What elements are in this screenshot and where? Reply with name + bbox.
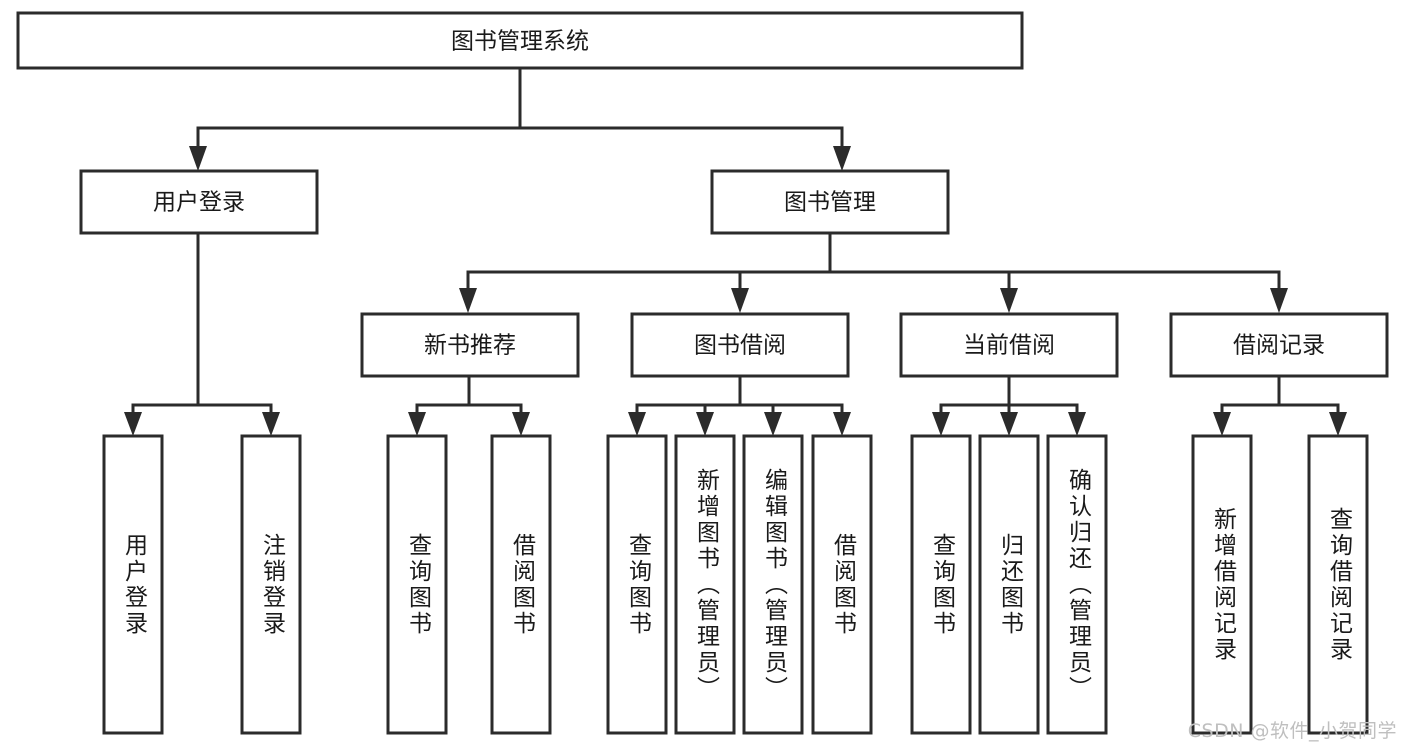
connector-bookborrow-to-leaves — [628, 374, 851, 436]
leaf-box-user-login-0[interactable] — [102, 434, 164, 735]
connector-borrowrecord-to-leaves — [1213, 374, 1347, 436]
leaf-box-borrow-record-0[interactable] — [1191, 434, 1253, 735]
node-new-book-recommend[interactable]: 新书推荐 — [360, 312, 580, 378]
leaf-box-new-book-1[interactable] — [490, 434, 552, 735]
node-user-login-label: 用户登录 — [153, 190, 245, 216]
node-book-management[interactable]: 图书管理 — [710, 169, 950, 235]
leaf-box-book-borrow-3[interactable] — [811, 434, 873, 735]
node-user-login[interactable]: 用户登录 — [79, 169, 319, 235]
node-root-label: 图书管理系统 — [451, 29, 589, 55]
leaf-box-current-borrow-2[interactable] — [1046, 434, 1108, 735]
node-borrow-record-label: 借阅记录 — [1233, 333, 1325, 359]
node-book-borrow[interactable]: 图书借阅 — [630, 312, 850, 378]
node-borrow-record[interactable]: 借阅记录 — [1169, 312, 1389, 378]
leaf-box-current-borrow-0[interactable] — [910, 434, 972, 735]
leaf-box-borrow-record-1[interactable] — [1307, 434, 1369, 735]
node-new-book-recommend-label: 新书推荐 — [424, 333, 516, 359]
node-root[interactable]: 图书管理系统 — [16, 11, 1024, 70]
leaf-box-book-borrow-2[interactable] — [742, 434, 804, 735]
connector-root-to-level1 — [189, 66, 851, 171]
leaf-box-current-borrow-1[interactable] — [978, 434, 1040, 735]
connector-newbook-to-leaves — [408, 374, 530, 436]
leaf-box-book-borrow-0[interactable] — [606, 434, 668, 735]
connector-userlogin-to-leaves — [124, 231, 280, 436]
connector-bookmgmt-to-level2 — [459, 231, 1288, 313]
node-book-borrow-label: 图书借阅 — [694, 333, 786, 359]
node-current-borrow-label: 当前借阅 — [963, 333, 1055, 359]
watermark-text: CSDN @软件_小贺同学 — [1187, 720, 1397, 742]
node-book-management-label: 图书管理 — [784, 190, 876, 216]
connector-currentborrow-to-leaves — [932, 374, 1086, 436]
node-current-borrow[interactable]: 当前借阅 — [899, 312, 1119, 378]
leaf-box-book-borrow-1[interactable] — [674, 434, 736, 735]
leaf-box-user-login-1[interactable] — [240, 434, 302, 735]
leaf-box-new-book-0[interactable] — [386, 434, 448, 735]
